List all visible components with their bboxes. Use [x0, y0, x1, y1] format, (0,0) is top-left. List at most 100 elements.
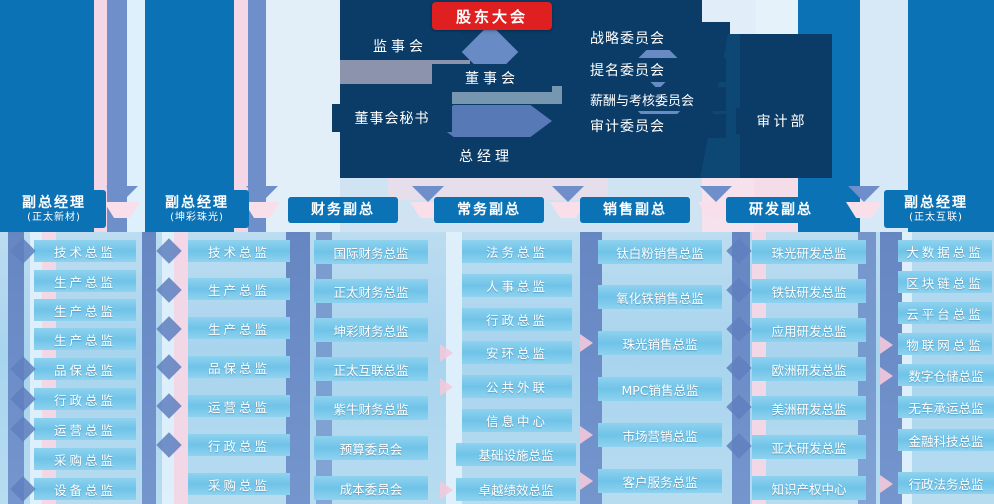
list-item[interactable]: 基础设施总监: [456, 443, 576, 466]
list-item[interactable]: 无车承运总监: [898, 396, 994, 418]
column-header-6[interactable]: 研发副总: [726, 197, 836, 223]
list-item[interactable]: 生产总监: [188, 278, 290, 300]
list-item[interactable]: 公共外联: [462, 375, 572, 398]
list-item[interactable]: 成本委员会: [314, 476, 428, 500]
list-item[interactable]: 知识产权中心: [752, 476, 866, 500]
list-item[interactable]: 珠光研发总监: [752, 240, 866, 264]
list-item[interactable]: 坤彩财务总监: [314, 318, 428, 342]
funnel-base-6: [846, 202, 882, 218]
list-item[interactable]: 行政总监: [34, 388, 136, 410]
node-supervisors[interactable]: 监事会: [340, 32, 460, 60]
funnel-base-5: [698, 202, 734, 218]
list-item[interactable]: 物联网总监: [898, 333, 992, 355]
column-header-1[interactable]: 副总经理 (正太新材): [2, 190, 106, 228]
node-committee-audit[interactable]: 审计委员会: [580, 114, 726, 138]
node-committee-nomination[interactable]: 提名委员会: [580, 58, 726, 82]
funnel-icon-4: [552, 186, 584, 202]
column-header-7-sub: (正太互联): [909, 211, 963, 223]
connector-arrow: [440, 481, 453, 499]
node-board[interactable]: 董事会: [432, 64, 552, 92]
list-item[interactable]: 正太互联总监: [314, 357, 428, 381]
list-item[interactable]: 大数据总监: [898, 240, 992, 262]
column-header-4-title: 常务副总: [457, 201, 521, 218]
column-header-1-sub: (正太新材): [27, 211, 81, 223]
list-item[interactable]: 生产总监: [34, 270, 136, 292]
list-item[interactable]: 采购总监: [188, 473, 290, 495]
list-item[interactable]: MPC销售总监: [598, 377, 722, 401]
list-item[interactable]: 生产总监: [188, 317, 290, 339]
list-item[interactable]: 欧洲研发总监: [752, 357, 866, 381]
list-item[interactable]: 区块链总监: [898, 271, 992, 293]
list-item[interactable]: 品保总监: [188, 356, 290, 378]
list-item[interactable]: 金融科技总监: [898, 429, 994, 451]
list-item[interactable]: 法务总监: [462, 240, 572, 263]
funnel-icon-1: [106, 186, 138, 202]
column-header-5[interactable]: 销售副总: [580, 197, 690, 223]
node-committee-compensation[interactable]: 薪酬与考核委员会: [580, 87, 726, 111]
list-item[interactable]: 品保总监: [34, 358, 136, 380]
list-item[interactable]: 应用研发总监: [752, 318, 866, 342]
node-shareholders[interactable]: 股东大会: [432, 2, 552, 30]
connector-arrow: [880, 367, 893, 385]
column-header-7[interactable]: 副总经理 (正太互联): [884, 190, 988, 228]
list-item[interactable]: 行政总监: [188, 434, 290, 456]
funnel-base-2: [244, 202, 280, 218]
column-header-3[interactable]: 财务副总: [288, 197, 398, 223]
column-header-4[interactable]: 常务副总: [434, 197, 544, 223]
list-item[interactable]: 紫牛财务总监: [314, 396, 428, 420]
connector-arrow: [440, 378, 453, 396]
node-general-manager[interactable]: 总经理: [426, 142, 546, 170]
node-committee-strategy[interactable]: 战略委员会: [580, 26, 726, 50]
column-header-2-title: 副总经理: [165, 194, 229, 211]
connector-arrow: [440, 344, 453, 362]
connector-secretary-to-board: [432, 105, 552, 137]
list-item[interactable]: 技术总监: [34, 240, 136, 262]
list-item[interactable]: 信息中心: [462, 409, 572, 432]
column-header-2[interactable]: 副总经理 (坤彩珠光): [145, 190, 249, 228]
list-item[interactable]: 市场营销总监: [598, 423, 722, 447]
list-item[interactable]: 生产总监: [34, 328, 136, 350]
list-item[interactable]: 预算委员会: [314, 436, 428, 460]
list-item[interactable]: 铁钛研发总监: [752, 279, 866, 303]
list-item[interactable]: 采购总监: [34, 448, 136, 470]
column-decor-4: [440, 232, 590, 504]
list-item[interactable]: 氧化铁销售总监: [598, 285, 722, 309]
list-item[interactable]: 亚太研发总监: [752, 435, 866, 459]
band-pink-2: [234, 0, 248, 232]
list-item[interactable]: 技术总监: [188, 240, 290, 262]
list-item[interactable]: 云平台总监: [898, 302, 992, 324]
band-pale-1: [127, 0, 145, 232]
list-item[interactable]: 珠光销售总监: [598, 331, 722, 355]
funnel-base-1: [104, 202, 140, 218]
list-item[interactable]: 运营总监: [188, 395, 290, 417]
list-item[interactable]: 行政法务总监: [898, 472, 994, 494]
funnel-icon-5: [700, 186, 732, 202]
list-item[interactable]: 设备总监: [34, 478, 136, 500]
list-item[interactable]: 行政总监: [462, 308, 572, 331]
list-item[interactable]: 人事总监: [462, 274, 572, 297]
list-item[interactable]: 钛白粉销售总监: [598, 240, 722, 264]
list-item[interactable]: 正太财务总监: [314, 279, 428, 303]
list-item[interactable]: 安环总监: [462, 341, 572, 364]
column-header-5-title: 销售副总: [603, 201, 667, 218]
list-item[interactable]: 国际财务总监: [314, 240, 428, 264]
node-audit-department[interactable]: 审计部: [736, 108, 828, 134]
list-item[interactable]: 数字仓储总监: [898, 364, 994, 386]
list-item[interactable]: 客户服务总监: [598, 469, 722, 493]
column-header-1-title: 副总经理: [22, 194, 86, 211]
column-header-3-title: 财务副总: [311, 201, 375, 218]
audit-department-panel: [728, 34, 832, 178]
band-slate-1: [107, 0, 127, 232]
list-item[interactable]: 卓越绩效总监: [456, 478, 576, 501]
column-header-7-title: 副总经理: [904, 194, 968, 211]
connector-arrow: [880, 475, 893, 493]
list-item[interactable]: 生产总监: [34, 299, 136, 321]
list-item[interactable]: 美洲研发总监: [752, 396, 866, 420]
band-pink-1: [94, 0, 107, 232]
column-header-6-title: 研发副总: [749, 201, 813, 218]
funnel-icon-2: [246, 186, 278, 202]
connector-arrow: [580, 472, 593, 490]
list-item[interactable]: 运营总监: [34, 418, 136, 440]
node-board-secretary[interactable]: 董事会秘书: [332, 104, 452, 132]
